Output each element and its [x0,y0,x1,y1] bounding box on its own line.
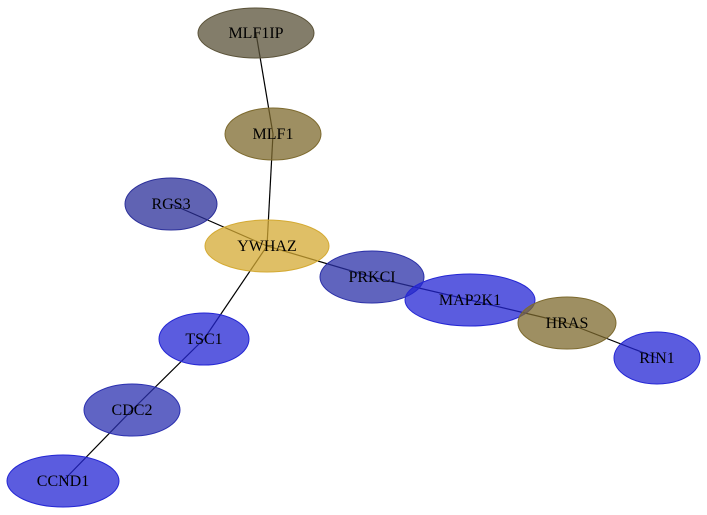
node-ccnd1[interactable]: CCND1 [6,454,120,508]
node-mlf1ip[interactable]: MLF1IP [197,7,315,59]
node-shape [158,312,250,366]
node-label: RIN1 [639,350,675,367]
node-shape [319,250,425,304]
node-shape [204,219,330,273]
node-shape [6,454,120,508]
node-shape [197,7,315,59]
node-label: HRAS [546,315,589,332]
node-hras[interactable]: HRAS [517,296,617,350]
node-rgs3[interactable]: RGS3 [124,177,218,231]
node-map2k1[interactable]: MAP2K1 [404,273,536,327]
node-shape [404,273,536,327]
node-shape [517,296,617,350]
node-label: RGS3 [151,196,190,213]
node-ywhaz[interactable]: YWHAZ [204,219,330,273]
node-rin1[interactable]: RIN1 [613,331,701,385]
node-prkci[interactable]: PRKCI [319,250,425,304]
node-label: TSC1 [185,331,222,348]
node-label: CDC2 [112,402,153,419]
node-shape [124,177,218,231]
node-shape [224,107,322,161]
node-shape [83,383,181,437]
node-label: MAP2K1 [439,292,501,309]
node-cdc2[interactable]: CDC2 [83,383,181,437]
node-label: YWHAZ [237,238,297,255]
node-tsc1[interactable]: TSC1 [158,312,250,366]
node-label: MLF1IP [228,25,283,42]
node-label: CCND1 [37,473,89,490]
node-shape [613,331,701,385]
node-label: PRKCI [348,269,395,286]
node-mlf1[interactable]: MLF1 [224,107,322,161]
node-label: MLF1 [253,126,294,143]
